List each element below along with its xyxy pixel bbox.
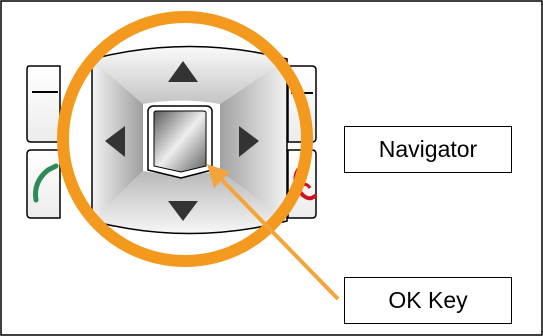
ok-key-label: OK Key	[344, 277, 512, 324]
arrow-down-icon[interactable]	[168, 201, 198, 221]
arrow-left-icon[interactable]	[105, 126, 125, 157]
highlight-ring	[57, 11, 313, 267]
call-handset-icon	[33, 163, 59, 203]
nav-pad-outline	[91, 45, 288, 235]
ok-key-callout-arrow	[207, 164, 340, 301]
arrow-right-icon[interactable]	[239, 126, 259, 157]
arrow-up-icon[interactable]	[168, 61, 198, 82]
call-key[interactable]	[26, 149, 61, 219]
navigator-label: Navigator	[344, 126, 512, 173]
left-soft-key[interactable]	[26, 65, 61, 143]
ok-key[interactable]	[147, 105, 213, 179]
